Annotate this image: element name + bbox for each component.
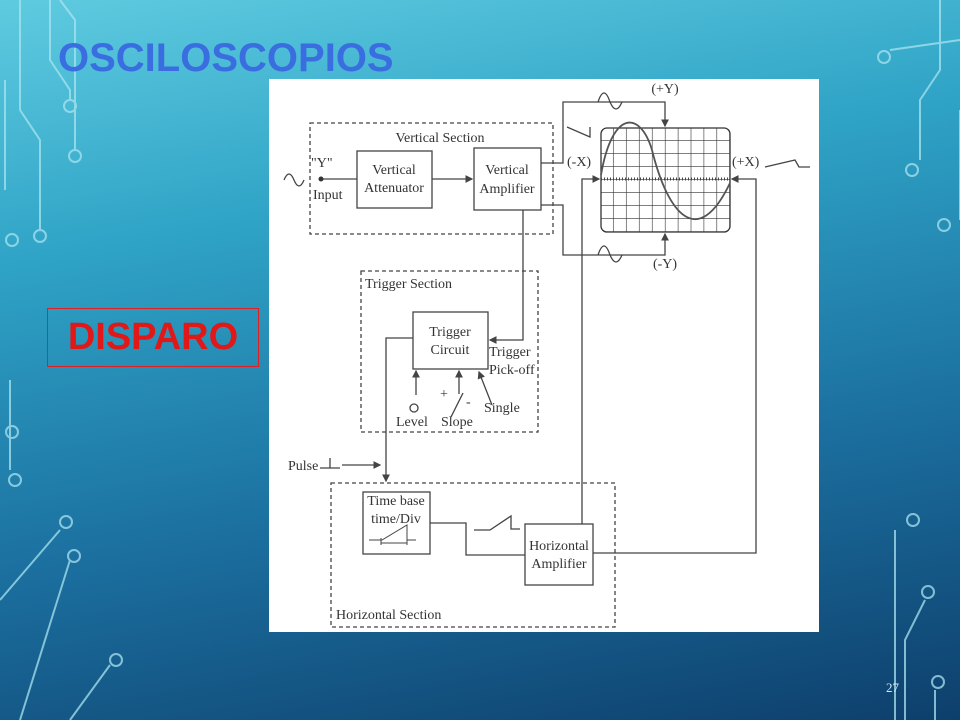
minus-y-sine-icon [597, 245, 623, 263]
callout-label: DISPARO [67, 316, 239, 358]
trigger-pickoff-label: Trigger [489, 345, 531, 360]
page-number: 27 [886, 680, 899, 695]
level-knob-icon [409, 403, 419, 413]
horizontal-section-box [330, 482, 616, 628]
slope-minus-label: - [466, 395, 471, 410]
trigger-section-label: Trigger Section [365, 277, 452, 292]
sawtooth-icon [566, 126, 591, 138]
vertical-amplifier-box [473, 147, 542, 211]
minus-x-label: (-X) [567, 155, 591, 170]
time-base-label: Time base [367, 494, 424, 509]
horizontal-amplifier-label: Horizontal [529, 539, 589, 554]
trigger-pickoff-label: Pick-off [489, 363, 535, 378]
vertical-section-box [309, 122, 554, 235]
level-label: Level [396, 415, 428, 430]
input-label: Input [313, 188, 343, 203]
horizontal-section-label: Horizontal Section [336, 608, 441, 623]
single-label: Single [484, 401, 520, 416]
input-sine-icon [283, 173, 305, 187]
horizontal-amplifier-label: Amplifier [531, 557, 587, 572]
slide-title: OSCILOSCOPIOS [58, 36, 394, 80]
trigger-circuit-label: Trigger [429, 325, 471, 340]
plus-x-label: (+X) [732, 155, 760, 170]
time-base-label: time/Div [371, 512, 421, 527]
slope-label: Slope [441, 415, 473, 430]
horizontal-amplifier-box [524, 523, 594, 586]
trigger-section-box [360, 270, 539, 433]
vertical-attenuator-label: Vertical [372, 163, 416, 178]
vertical-attenuator-label: Attenuator [364, 181, 424, 196]
trigger-circuit-label: Circuit [431, 343, 470, 358]
vertical-amplifier-label: Amplifier [479, 182, 535, 197]
ramp-icon [474, 514, 520, 531]
minus-y-label: (-Y) [653, 257, 677, 272]
trace-sine [600, 121, 731, 220]
crt-screen [600, 127, 731, 233]
callout-box: DISPARO [47, 308, 259, 367]
trigger-circuit-box [412, 311, 489, 370]
pulse-label: Pulse [288, 459, 318, 474]
slope-plus-label: + [440, 387, 448, 402]
vertical-amplifier-label: Vertical [485, 163, 529, 178]
vertical-attenuator-box [356, 150, 433, 209]
vertical-section-label: Vertical Section [395, 131, 484, 146]
y-label: "Y" [311, 156, 333, 171]
plus-y-sine-icon [597, 92, 623, 110]
plus-y-label: (+Y) [651, 82, 679, 97]
